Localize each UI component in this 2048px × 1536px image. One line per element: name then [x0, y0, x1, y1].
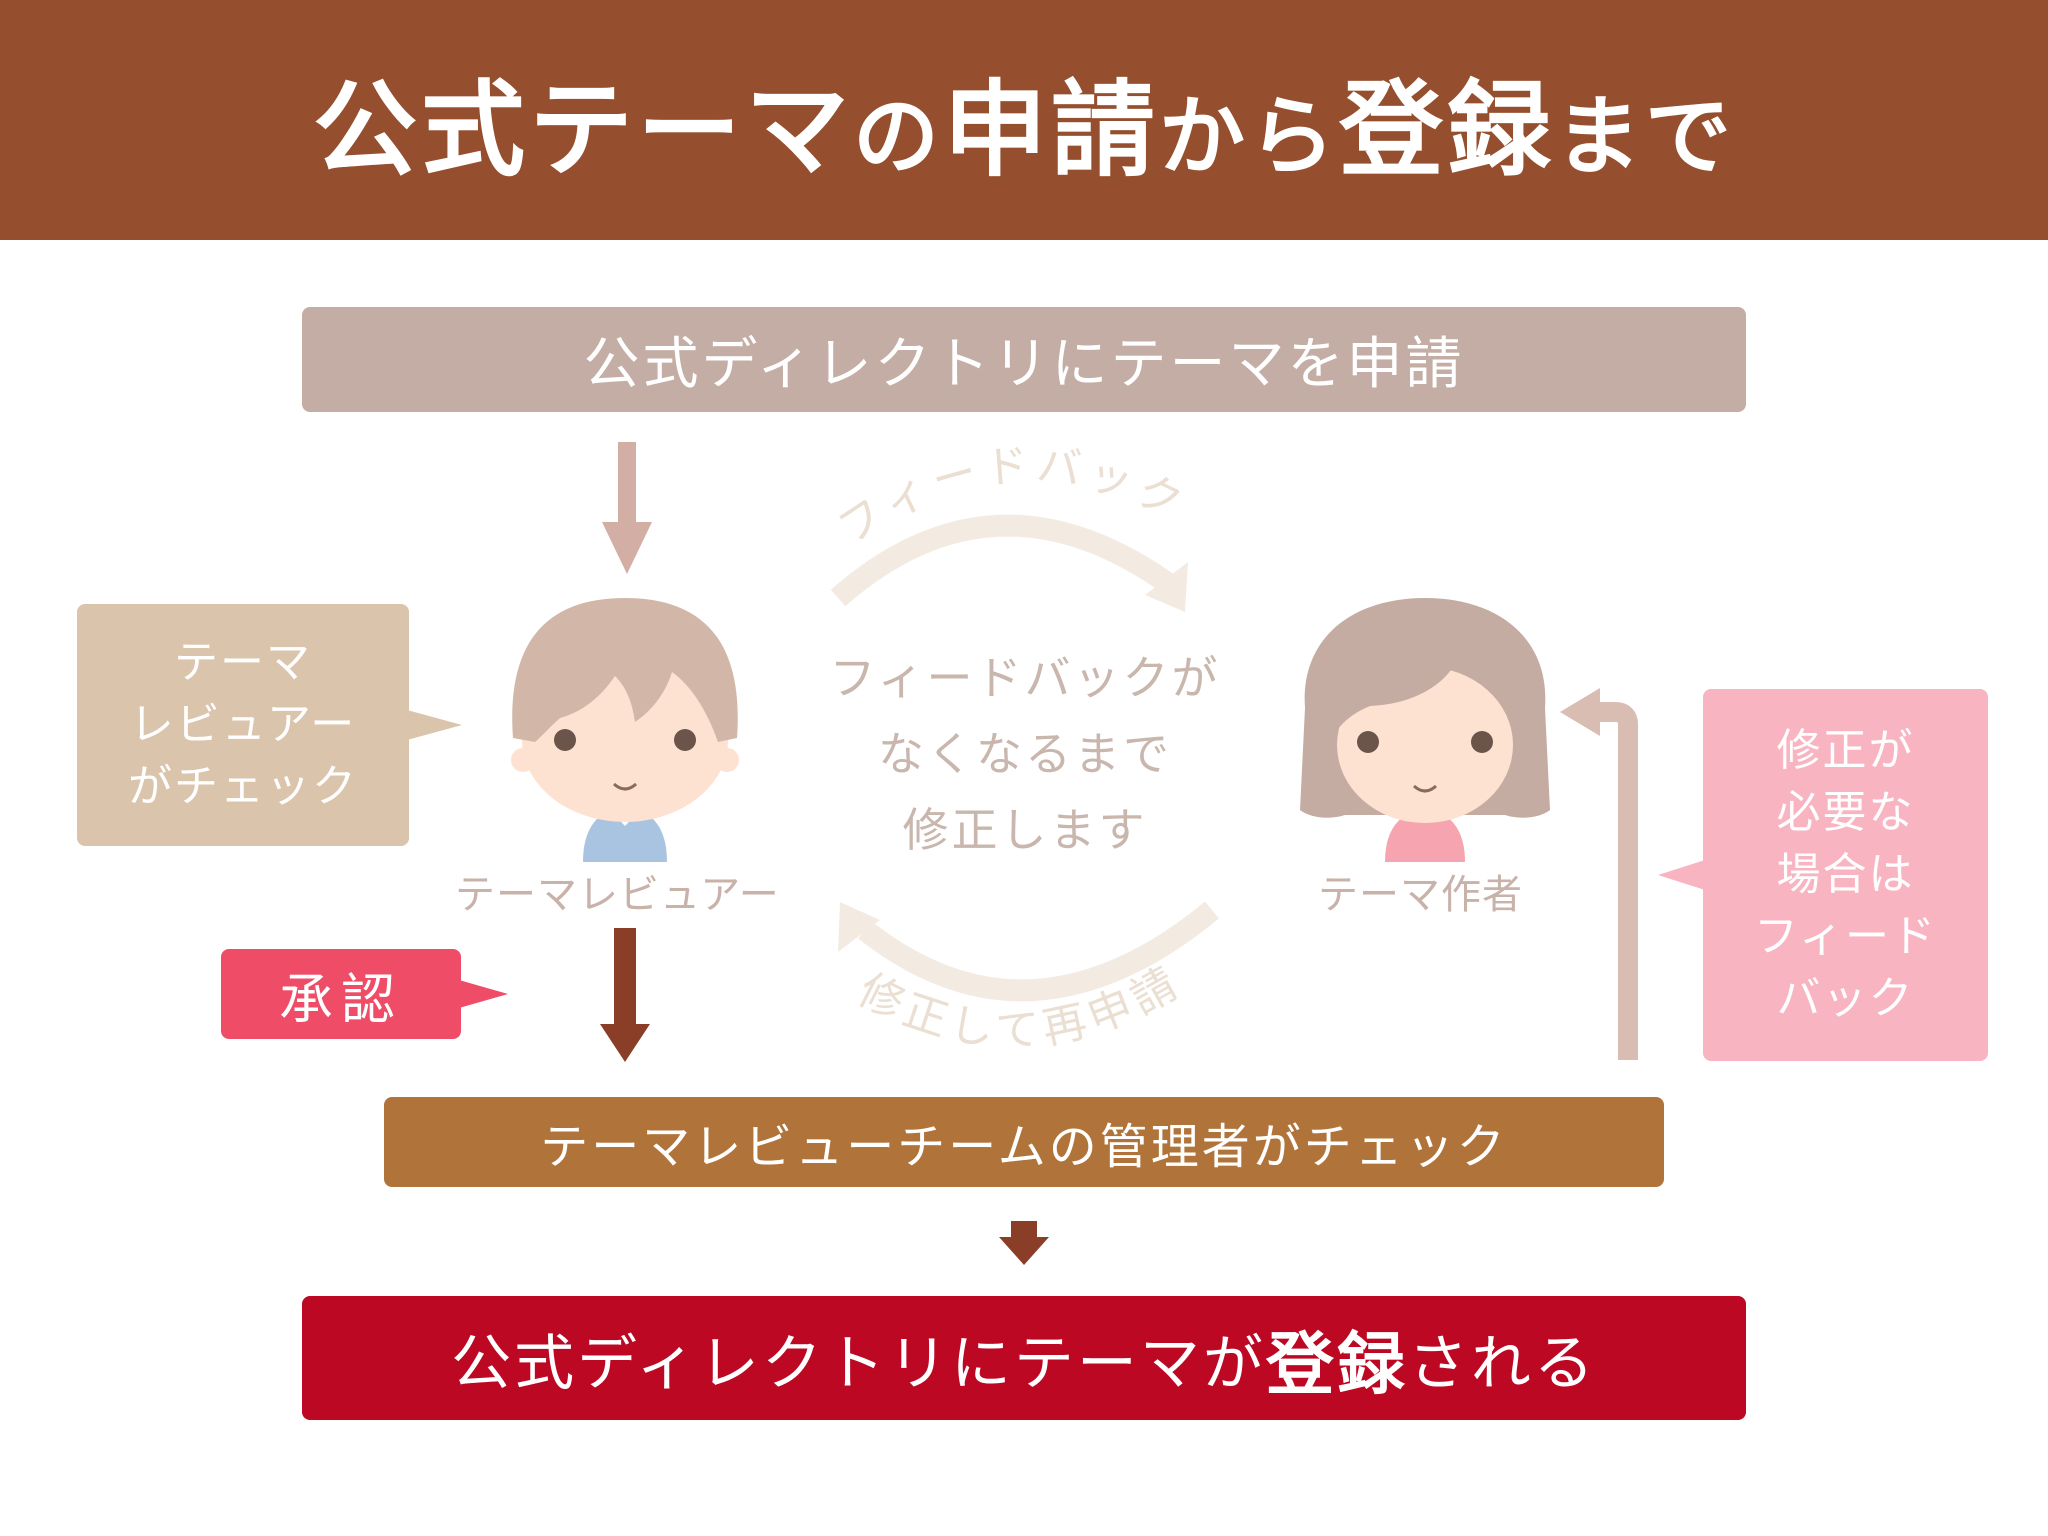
- reviewer-check-callout: テーマ レビュアー がチェック: [77, 604, 409, 846]
- approve-callout: 承認: [221, 949, 461, 1039]
- header-banner: 公式テーマの申請から登録まで: [0, 0, 2048, 240]
- submit-step-label: 公式ディレクトリにテーマを申請: [583, 332, 1465, 397]
- feedback-callout-text: 修正が 必要な 場合は フィード バック: [1753, 725, 1938, 1024]
- cycle-center-text: フィードバックが なくなるまで 修正します: [815, 640, 1235, 868]
- reviewer-label-text: テーマレビュアー: [455, 872, 780, 918]
- title-part: 公式テーマ: [312, 68, 853, 191]
- reviewer-check-text: テーマ レビュアー がチェック: [128, 637, 358, 812]
- admin-check-bar: テーマレビューチームの管理者がチェック: [384, 1097, 1664, 1187]
- approve-text: 承認: [279, 967, 403, 1031]
- title-part: まで: [1555, 86, 1736, 187]
- reviewer-label: テーマレビュアー: [455, 862, 780, 920]
- author-label: テーマ作者: [1318, 862, 1523, 920]
- submit-step-bar: 公式ディレクトリにテーマを申請: [302, 307, 1746, 412]
- register-label-part: 公式ディレクトリにテーマが: [451, 1328, 1266, 1399]
- author-label-text: テーマ作者: [1318, 872, 1523, 918]
- admin-check-label: テーマレビューチームの管理者がチェック: [540, 1119, 1508, 1175]
- title-part: の: [852, 86, 943, 187]
- feedback-callout: 修正が 必要な 場合は フィード バック: [1703, 689, 1988, 1061]
- register-label-part: される: [1407, 1328, 1597, 1399]
- register-bar: 公式ディレクトリにテーマが登録される: [302, 1296, 1746, 1420]
- page-title: 公式テーマの申請から登録まで: [313, 45, 1735, 196]
- title-part: 申請: [942, 68, 1159, 191]
- title-part: から: [1159, 86, 1339, 187]
- cycle-center-text-content: フィードバックが なくなるまで 修正します: [829, 651, 1221, 857]
- register-label-emphasis: 登録: [1265, 1325, 1408, 1405]
- title-part: 登録: [1339, 68, 1556, 191]
